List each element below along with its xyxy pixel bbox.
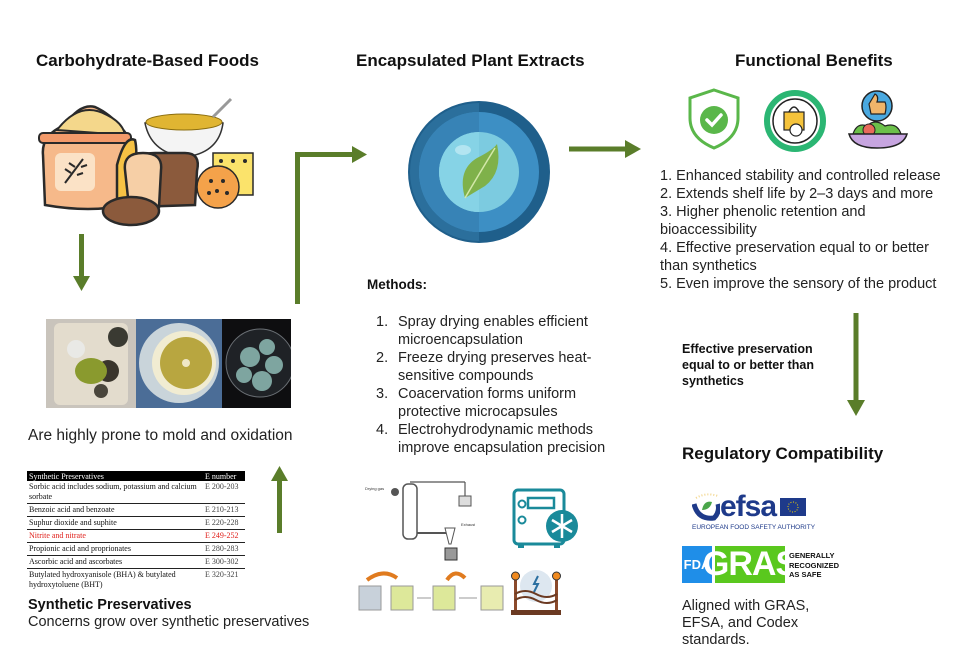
mold-photos xyxy=(46,319,291,408)
carb-foods-title: Carbohydrate-Based Foods xyxy=(36,51,259,70)
freeze-dryer-icon xyxy=(512,488,578,548)
preservative-enumber: E 280-283 xyxy=(203,542,245,556)
svg-text:Drying gas: Drying gas xyxy=(365,486,384,491)
preservative-name: Nitrite and nitrate xyxy=(27,529,203,543)
efsa-logo: efsa EUROPEAN FOOD SAFETY AUTHORITY xyxy=(692,490,832,531)
petri-dish-yellow-mold-photo xyxy=(136,319,222,408)
method-number: 1. xyxy=(376,314,389,330)
capsule-leaf-icon xyxy=(408,101,550,243)
method-item: 3. Coacervation forms uniform protective … xyxy=(368,385,623,421)
preservative-enumber: E 300-302 xyxy=(203,555,245,569)
benefit-item: 4. Effective preservation equal to or be… xyxy=(660,240,929,274)
preservative-enumber: E 249-252 xyxy=(203,529,245,543)
method-text: Spray drying enables efficient microenca… xyxy=(398,314,588,348)
gras-subtitle-line: RECOGNIZED xyxy=(789,560,840,570)
coacervation-diagram xyxy=(358,571,504,611)
method-text: Electrohydrodynamic methods improve enca… xyxy=(398,422,606,456)
functional-benefits-title: Functional Benefits xyxy=(735,51,893,70)
benefit-item: 5. Even improve the sensory of the produ… xyxy=(660,276,937,292)
mold-caption: Are highly prone to mold and oxidation xyxy=(28,427,293,444)
preservative-name: Ascorbic acid and ascorbates xyxy=(27,555,203,569)
preservative-enumber: E 220-228 xyxy=(203,516,245,530)
gras-subtitle: GENERALLY RECOGNIZED AS SAFE xyxy=(789,546,839,583)
eu-flag-icon xyxy=(780,498,807,516)
synthetic-preservatives-table: Synthetic Preservatives E number Sorbic … xyxy=(27,471,245,591)
elbow-arrow-icon xyxy=(295,146,367,304)
preservative-enumber: E 200-203 xyxy=(203,481,245,504)
synthetic-preservatives-caption: Concerns grow over synthetic preservativ… xyxy=(28,614,310,630)
preservative-enumber: E 320-321 xyxy=(205,570,239,579)
spray-dryer-diagram: Drying gas Exhaust xyxy=(365,481,475,561)
benefit-item: 2. Extends shelf life by 2–3 days and mo… xyxy=(660,186,934,202)
benefit-item: 1. Enhanced stability and controlled rel… xyxy=(660,168,941,184)
efsa-subtitle: EUROPEAN FOOD SAFETY AUTHORITY xyxy=(692,524,816,531)
table-row: Sorbic acid includes sodium, potassium a… xyxy=(27,481,245,504)
gras-badge: GRAS xyxy=(702,545,798,583)
electrohydrodynamic-icon xyxy=(511,570,561,615)
method-item: 4. Electrohydrodynamic methods improve en… xyxy=(368,421,623,457)
arrow-down-icon xyxy=(847,313,865,416)
methods-list: 1. Spray drying enables efficient microen… xyxy=(368,313,623,457)
method-item: 2. Freeze drying preserves heat-sensitive… xyxy=(368,349,623,385)
table-header-name: Synthetic Preservatives xyxy=(27,471,203,481)
preservative-name: Suphur dioxide and suphite xyxy=(27,516,203,530)
preservative-name: Benzoic acid and benzoate xyxy=(27,503,203,517)
regulatory-title: Regulatory Compatibility xyxy=(682,444,884,463)
preservative-name: Butylated hydroxyanisole (BHA) & butylat… xyxy=(29,570,176,589)
table-row: Butylated hydroxyanisole (BHA) & butylat… xyxy=(27,569,245,592)
table-header-enumber: E number xyxy=(203,471,245,481)
method-text: Freeze drying preserves heat-sensitive c… xyxy=(398,350,592,384)
benefits-list: 1. Enhanced stability and controlled rel… xyxy=(660,167,950,293)
efsa-leaf-mark-icon xyxy=(692,493,720,521)
preservative-enumber: E 210-213 xyxy=(203,503,245,517)
svg-text:Exhaust: Exhaust xyxy=(461,522,475,527)
gras-subtitle-line: GENERALLY xyxy=(789,551,835,560)
petri-dish-green-mold-photo xyxy=(222,319,291,408)
gras-subtitle-line: AS SAFE xyxy=(789,570,822,579)
method-text: Coacervation forms uniform protective mi… xyxy=(398,386,577,420)
arrow-down-icon xyxy=(73,234,90,291)
method-number: 2. xyxy=(376,350,389,366)
method-item: 1. Spray drying enables efficient microen… xyxy=(368,313,623,349)
method-number: 3. xyxy=(376,386,389,402)
moldy-bread-photo xyxy=(46,319,136,408)
arrow-right-icon xyxy=(569,140,641,158)
fda-gras-logo: FDA GRAS GENERALLY RECOGNIZED AS SAFE xyxy=(682,545,839,583)
synthetic-preservatives-title: Synthetic Preservatives xyxy=(28,597,192,613)
shield-check-icon xyxy=(688,88,740,150)
methods-title: Methods: xyxy=(367,277,427,292)
encapsulated-extracts-title: Encapsulated Plant Extracts xyxy=(356,51,585,70)
preservative-name: Sorbic acid includes sodium, potassium a… xyxy=(27,481,203,504)
method-number: 4. xyxy=(376,422,389,438)
table-header-row: Synthetic Preservatives E number xyxy=(27,471,245,481)
thumbs-up-salad-icon xyxy=(848,90,908,149)
arrow-label: Effective preservation equal to or bette… xyxy=(682,342,814,388)
shelf-life-cycle-icon xyxy=(764,90,826,152)
fda-badge: FDA xyxy=(682,546,712,583)
benefit-item: 3. Higher phenolic retention and bioacce… xyxy=(660,204,866,238)
preservative-name: Propionic acid and proprionates xyxy=(27,542,203,556)
efsa-wordmark: efsa xyxy=(720,490,777,523)
carbohydrate-foods-icon xyxy=(38,97,254,227)
arrow-up-icon xyxy=(271,466,288,533)
regulatory-caption: Aligned with GRAS, EFSA, and Codex stand… xyxy=(682,598,810,648)
